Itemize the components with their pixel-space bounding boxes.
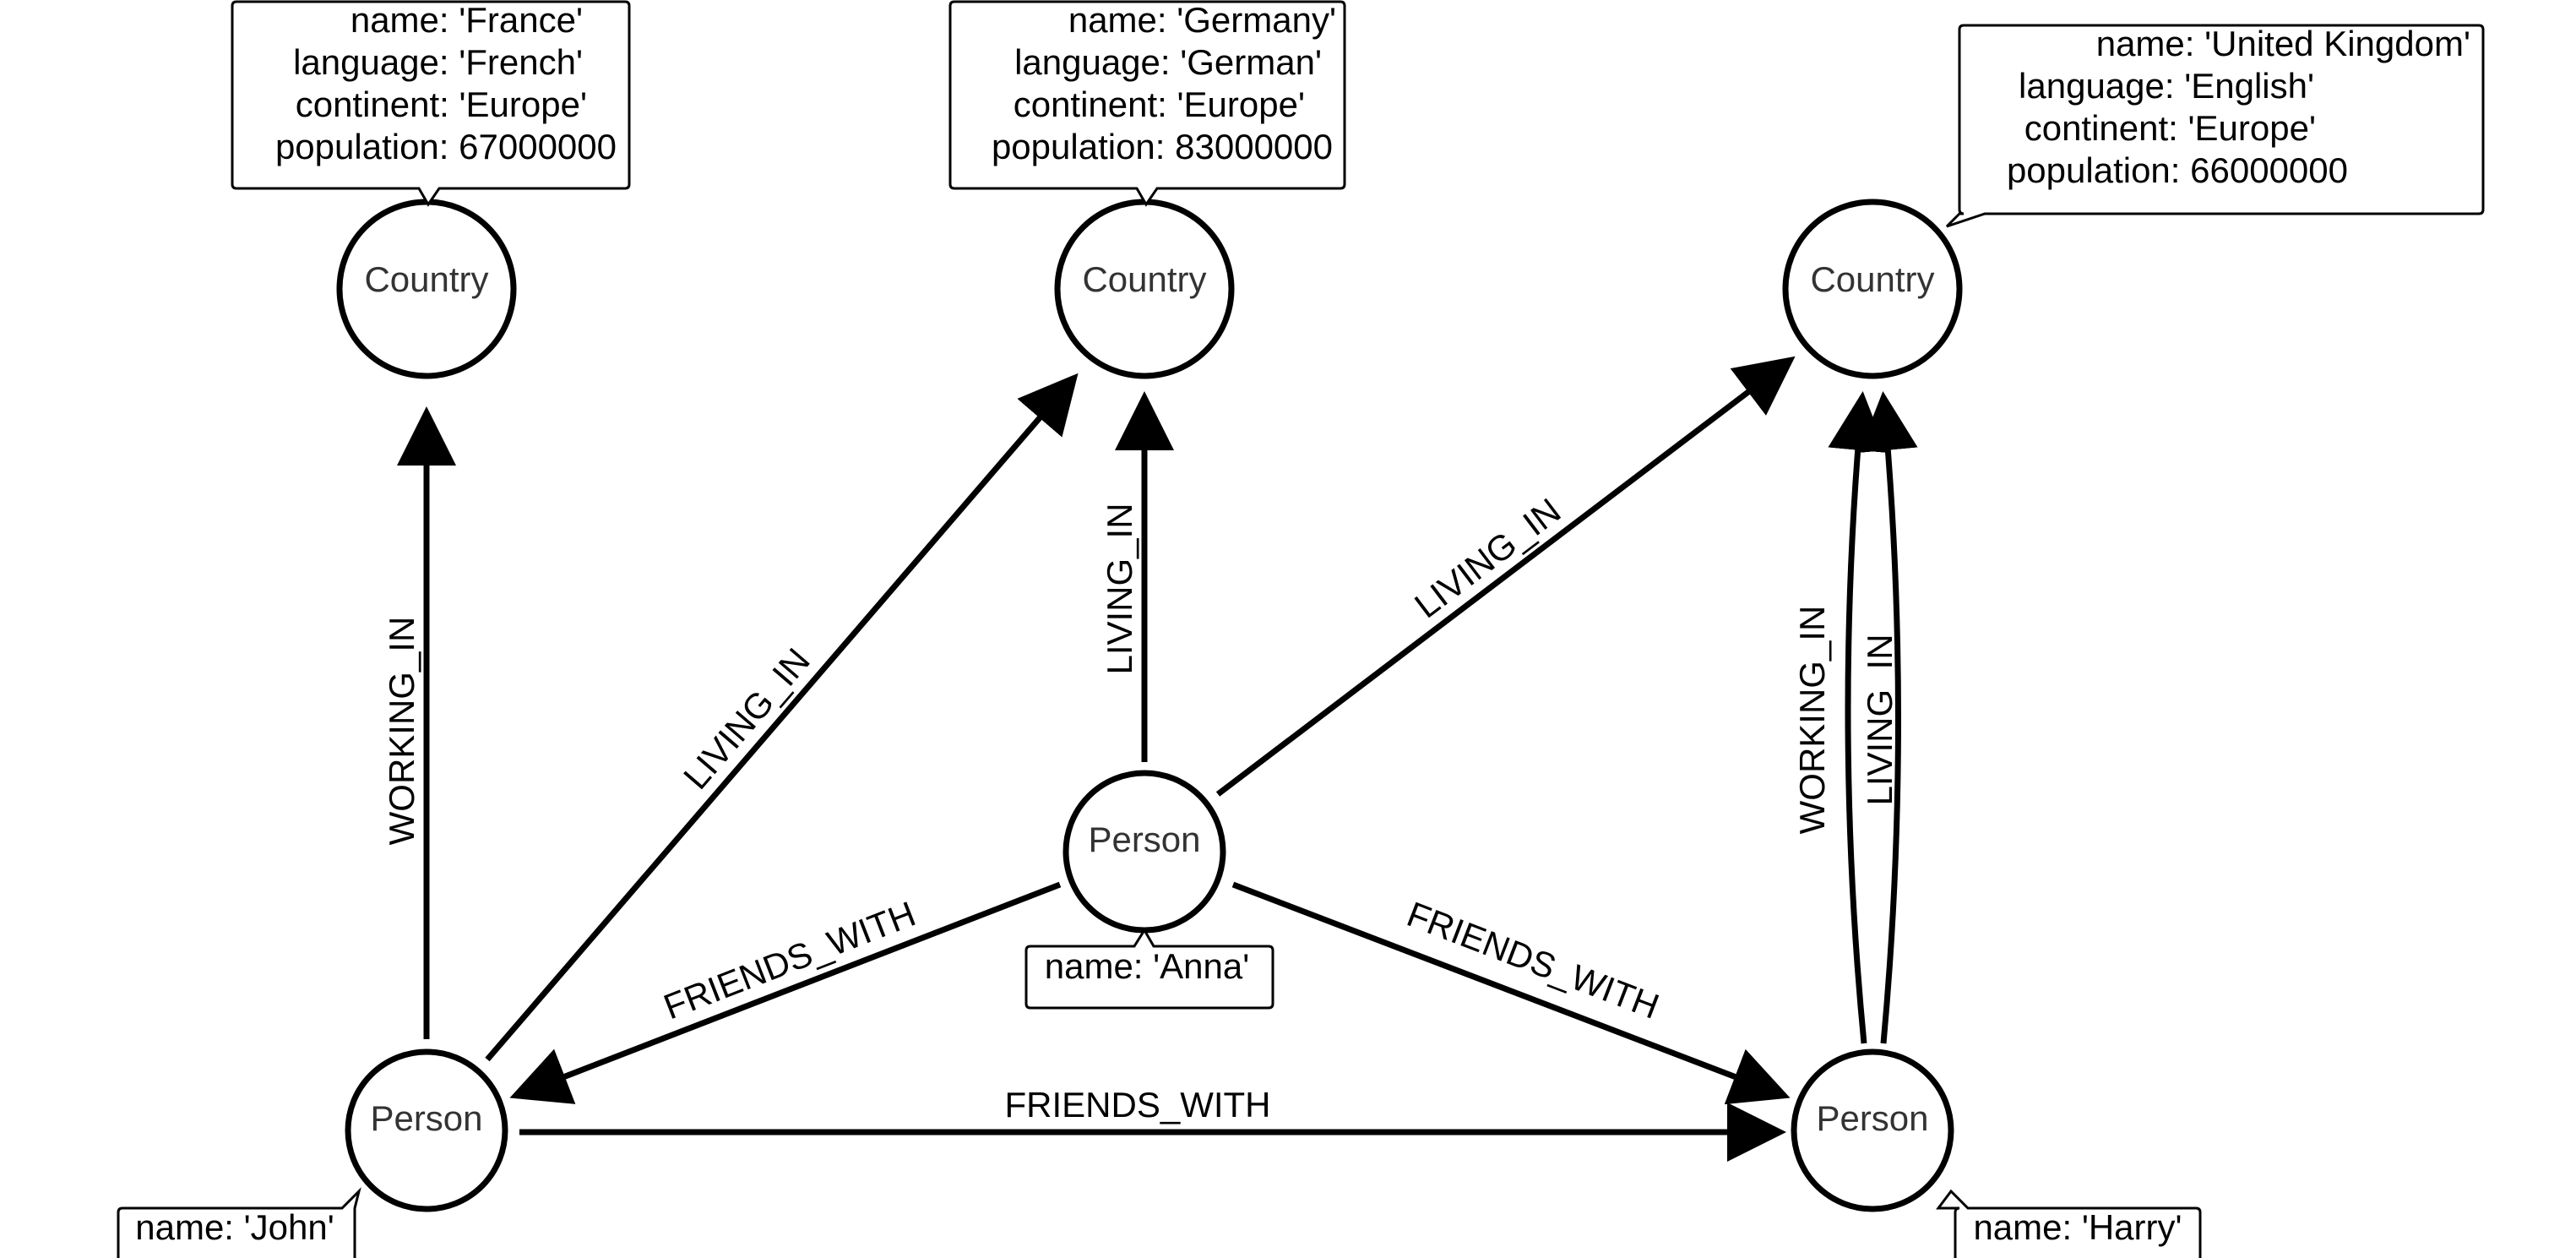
node-label: Person [1088,820,1200,859]
property-text: name: 'John' [135,1207,334,1247]
node-label: Country [364,259,488,299]
edge-label: LIVING_IN [1860,634,1899,805]
property-bubble-harry: name: 'Harry' [1936,1189,2202,1258]
property-text: language: 'French' [293,42,583,82]
property-text: population: 83000000 [992,127,1333,166]
edge-john-working-in-france: WORKING_IN [382,406,456,1039]
property-text: name: 'United Kingdom' [2096,24,2470,63]
node-person-harry[interactable]: Person [1791,1048,1954,1212]
property-text: population: 67000000 [275,127,617,166]
node-country-uk[interactable]: Country [1782,199,1963,379]
edge-label: FRIENDS_WITH [658,894,921,1027]
edge-anna-friends-with-john: FRIENDS_WITH [509,881,1062,1104]
property-text: language: 'German' [1014,42,1322,82]
node-label: Country [1810,259,1934,299]
property-bubble-germany: name: 'Germany' language: 'German' conti… [948,0,1346,207]
edge-label: LIVING_IN [1100,503,1139,674]
edge-label: LIVING_IN [1407,490,1568,625]
edge-label: LIVING_IN [676,640,818,797]
property-text: name: 'France' [351,0,583,40]
node-country-france[interactable]: Country [336,199,517,379]
edge-anna-friends-with-harry: FRIENDS_WITH [1231,881,1791,1105]
property-text: language: 'English' [2019,66,2314,106]
property-bubble-france: name: 'France' language: 'French' contin… [231,0,631,207]
edge-label: WORKING_IN [382,617,421,846]
property-bubble-uk: name: 'United Kingdom' language: 'Englis… [1945,24,2485,228]
edge-harry-working-in-uk: WORKING_IN [1792,391,1888,1044]
property-text: continent: 'Europe' [296,84,587,124]
node-label: Person [1816,1098,1928,1138]
edge-john-friends-with-harry: FRIENDS_WITH [519,1085,1786,1162]
property-text: continent: 'Europe' [2024,108,2316,148]
node-country-germany[interactable]: Country [1054,199,1235,379]
edge-label: FRIENDS_WITH [1005,1085,1271,1125]
node-label: Person [370,1098,482,1138]
property-bubble-anna: name: 'Anna' [1024,928,1274,1010]
edge-anna-living-in-uk: LIVING_IN [1215,356,1796,797]
property-bubble-john: name: 'John' [117,1187,361,1258]
edge-anna-living-in-germany: LIVING_IN [1100,391,1174,762]
property-text: population: 66000000 [2007,150,2348,190]
property-text: name: 'Germany' [1068,0,1336,40]
property-text: name: 'Anna' [1045,946,1250,986]
node-label: Country [1082,259,1206,299]
edge-label: WORKING_IN [1792,606,1832,835]
node-person-john[interactable]: Person [345,1048,508,1212]
node-person-anna[interactable]: Person [1062,770,1226,934]
edge-label: FRIENDS_WITH [1402,894,1665,1027]
edge-harry-living-in-uk: LIVING_IN [1858,391,1918,1044]
property-text: continent: 'Europe' [1014,84,1305,124]
property-text: name: 'Harry' [1973,1207,2182,1247]
